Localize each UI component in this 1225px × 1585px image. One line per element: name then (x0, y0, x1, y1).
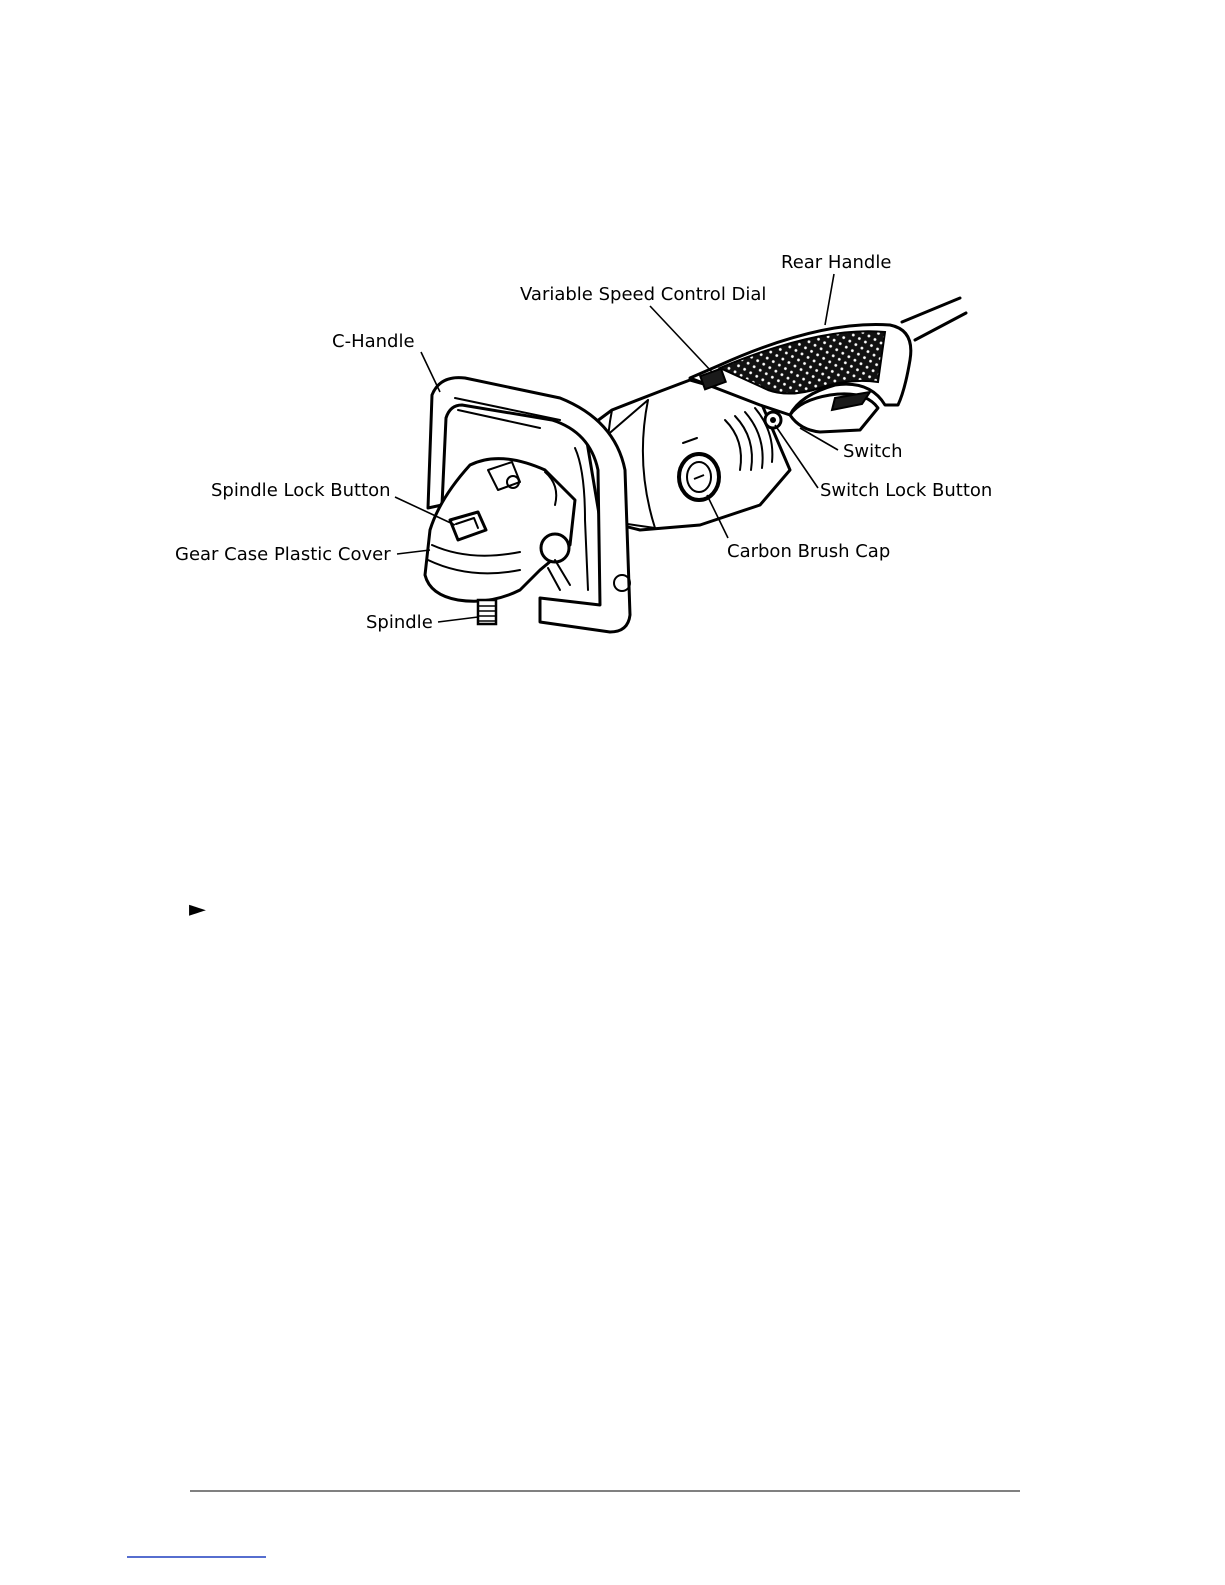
callout-labels: Rear Handle Variable Speed Control Dial … (175, 252, 992, 633)
leader-c-handle (421, 352, 440, 392)
label-spindle: Spindle (366, 612, 433, 633)
label-gear-case-plastic-cover: Gear Case Plastic Cover (175, 544, 391, 565)
power-cord (902, 298, 966, 340)
spindle (478, 600, 496, 624)
leader-rear-handle (825, 274, 834, 325)
carbon-brush-cap (679, 454, 719, 500)
label-spindle-lock-button: Spindle Lock Button (211, 480, 391, 501)
label-c-handle: C-Handle (332, 331, 415, 352)
label-rear-handle: Rear Handle (781, 252, 891, 273)
gear-case (425, 459, 575, 602)
label-switch: Switch (843, 441, 903, 462)
label-switch-lock-button: Switch Lock Button (820, 480, 992, 501)
label-variable-speed-control-dial: Variable Speed Control Dial (520, 284, 766, 305)
leader-spindle (438, 617, 478, 622)
polisher-illustration (425, 298, 966, 632)
bullet-arrow: ► (189, 897, 206, 922)
label-carbon-brush-cap: Carbon Brush Cap (727, 541, 890, 562)
leader-gear-case-plastic-cover (397, 550, 430, 554)
leader-variable-speed-control-dial (650, 306, 712, 372)
